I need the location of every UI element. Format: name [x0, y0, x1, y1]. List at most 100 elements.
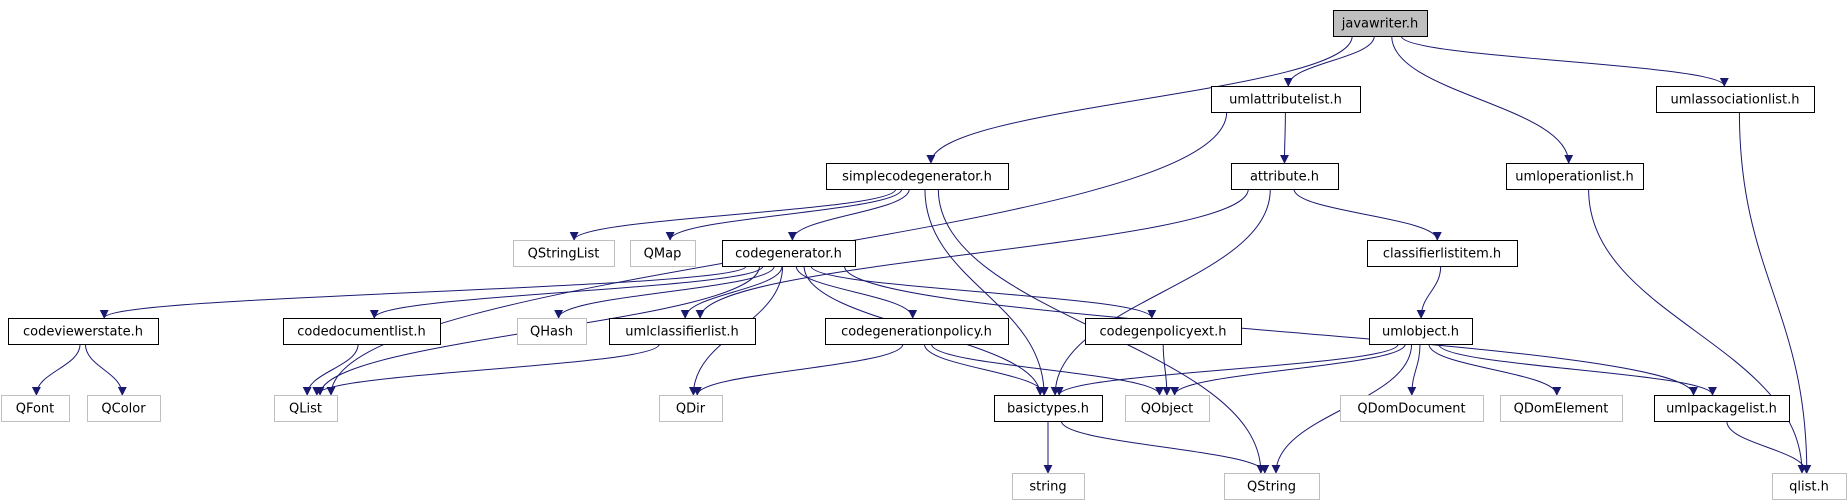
edge-umlobject-to-umlpackagelist — [1438, 343, 1717, 396]
node-qlisth[interactable]: qlist.h — [1772, 473, 1847, 500]
node-basictypes[interactable]: basictypes.h — [994, 395, 1103, 422]
edge-codegenerator-to-qhash — [554, 265, 775, 319]
node-label-qdomdocument: QDomDocument — [1357, 402, 1465, 417]
node-box-qlisth — [1772, 473, 1847, 500]
node-box-basictypes — [994, 395, 1103, 422]
node-label-qdomelement: QDomElement — [1514, 402, 1609, 417]
node-box-umlclassifierlist — [609, 318, 756, 345]
node-label-attribute: attribute.h — [1250, 170, 1319, 185]
edge-umloperationlist-to-qlisth — [1588, 188, 1807, 474]
edge-javawriter-to-umlassociationlist — [1400, 35, 1729, 87]
node-codeviewerstate[interactable]: codeviewerstate.h — [8, 318, 159, 345]
node-umlpackagelist[interactable]: umlpackagelist.h — [1654, 395, 1790, 422]
node-box-codeviewerstate — [8, 318, 159, 345]
edge-javawriter-to-simplecodegenerator — [926, 35, 1353, 164]
node-label-codegenpolicyext: codegenpolicyext.h — [1099, 325, 1226, 340]
edge-umlobject-to-qdomelement — [1428, 343, 1562, 396]
edge-codegenerator-to-codeviewerstate — [99, 265, 747, 319]
node-label-basictypes: basictypes.h — [1007, 402, 1089, 417]
edge-umlclassifierlist-to-qlist — [312, 343, 660, 396]
node-qdir[interactable]: QDir — [659, 395, 723, 422]
node-label-umlassociationlist: umlassociationlist.h — [1670, 93, 1799, 108]
edge-attribute-to-classifierlistitem — [1293, 188, 1442, 241]
node-qdomelement[interactable]: QDomElement — [1500, 395, 1623, 422]
node-box-classifierlistitem — [1367, 240, 1518, 267]
node-box-string — [1012, 473, 1085, 500]
node-label-codegenerator: codegenerator.h — [735, 247, 842, 262]
node-label-simplecodegenerator: simplecodegenerator.h — [842, 170, 992, 185]
node-label-umlattributelist: umlattributelist.h — [1229, 93, 1342, 108]
node-box-codegenerationpolicy — [825, 318, 1009, 345]
edge-codegenerator-to-umlclassifierlist — [680, 265, 783, 319]
edge-codegenerationpolicy-to-qobject — [931, 343, 1164, 396]
node-codedocumentlist[interactable]: codedocumentlist.h — [283, 318, 441, 345]
node-javawriter[interactable]: javawriter.h — [1333, 10, 1428, 37]
node-label-qlisth: qlist.h — [1789, 480, 1829, 495]
node-box-qdomdocument — [1340, 395, 1484, 422]
edge-codegenerator-to-codegenerationpolicy — [795, 265, 918, 319]
edge-codegenerationpolicy-to-basictypes — [923, 343, 1049, 396]
node-box-codedocumentlist — [283, 318, 441, 345]
edge-codedocumentlist-to-qlist — [302, 343, 359, 396]
node-umloperationlist[interactable]: umloperationlist.h — [1506, 163, 1644, 190]
node-simplecodegenerator[interactable]: simplecodegenerator.h — [826, 163, 1009, 190]
node-qcolor[interactable]: QColor — [87, 395, 161, 422]
edge-umlattributelist-to-attribute — [1280, 111, 1290, 164]
node-label-classifierlistitem: classifierlistitem.h — [1383, 247, 1501, 262]
node-label-string: string — [1029, 480, 1066, 495]
edge-attribute-to-umlclassifierlist — [695, 188, 1249, 319]
node-box-simplecodegenerator — [826, 163, 1009, 190]
node-qstring[interactable]: QString — [1224, 473, 1320, 500]
node-qstringlist[interactable]: QStringList — [513, 240, 615, 267]
node-codegenpolicyext[interactable]: codegenpolicyext.h — [1085, 318, 1242, 345]
edge-javawriter-to-umlattributelist — [1283, 35, 1375, 87]
node-qfont[interactable]: QFont — [1, 395, 70, 422]
node-box-umlobject — [1369, 318, 1473, 345]
node-qhash[interactable]: QHash — [517, 318, 587, 345]
node-box-attribute — [1231, 163, 1339, 190]
edge-codegenerator-to-codedocumentlist — [369, 265, 764, 319]
edge-simplecodegenerator-to-qmap — [665, 188, 903, 241]
node-label-umlobject: umlobject.h — [1382, 325, 1459, 340]
node-box-qdir — [659, 395, 723, 422]
node-classifierlistitem[interactable]: classifierlistitem.h — [1367, 240, 1518, 267]
edge-javawriter-to-umloperationlist — [1391, 35, 1574, 164]
node-box-qfont — [1, 395, 70, 422]
node-qdomdocument[interactable]: QDomDocument — [1340, 395, 1484, 422]
node-label-codedocumentlist: codedocumentlist.h — [297, 325, 425, 340]
node-qmap[interactable]: QMap — [630, 240, 696, 267]
node-umlobject[interactable]: umlobject.h — [1369, 318, 1473, 345]
node-box-umloperationlist — [1506, 163, 1644, 190]
node-label-umlclassifierlist: umlclassifierlist.h — [625, 325, 738, 340]
node-label-codegenerationpolicy: codegenerationpolicy.h — [841, 325, 992, 340]
edge-simplecodegenerator-to-qstringlist — [569, 188, 897, 241]
node-codegenerationpolicy[interactable]: codegenerationpolicy.h — [825, 318, 1009, 345]
node-umlattributelist[interactable]: umlattributelist.h — [1211, 86, 1361, 113]
edge-codeviewerstate-to-qfont — [31, 343, 81, 396]
node-box-qobject — [1125, 395, 1210, 422]
node-box-qdomelement — [1500, 395, 1623, 422]
node-string[interactable]: string — [1012, 473, 1085, 500]
edge-umlobject-to-basictypes — [1054, 343, 1399, 396]
node-label-qobject: QObject — [1141, 402, 1194, 417]
edge-codegenpolicyext-to-qobject — [1162, 343, 1172, 396]
edge-umlpackagelist-to-qlisth — [1726, 420, 1811, 474]
node-qlist[interactable]: QList — [274, 395, 338, 422]
node-label-qfont: QFont — [16, 402, 55, 417]
node-box-qstringlist — [513, 240, 615, 267]
edge-umlobject-to-qobject — [1170, 343, 1406, 396]
edge-simplecodegenerator-to-codegenerator — [787, 188, 910, 241]
node-box-javawriter — [1333, 10, 1428, 37]
node-qobject[interactable]: QObject — [1125, 395, 1210, 422]
edge-codeviewerstate-to-qcolor — [84, 343, 127, 396]
node-label-umloperationlist: umloperationlist.h — [1515, 170, 1633, 185]
node-attribute[interactable]: attribute.h — [1231, 163, 1339, 190]
node-umlassociationlist[interactable]: umlassociationlist.h — [1656, 86, 1815, 113]
node-label-qdir: QDir — [676, 402, 706, 417]
node-umlclassifierlist[interactable]: umlclassifierlist.h — [609, 318, 756, 345]
node-box-codegenerator — [722, 240, 856, 267]
node-label-qcolor: QColor — [101, 402, 146, 417]
edge-umlassociationlist-to-qlisth — [1738, 111, 1812, 474]
node-codegenerator[interactable]: codegenerator.h — [722, 240, 856, 267]
